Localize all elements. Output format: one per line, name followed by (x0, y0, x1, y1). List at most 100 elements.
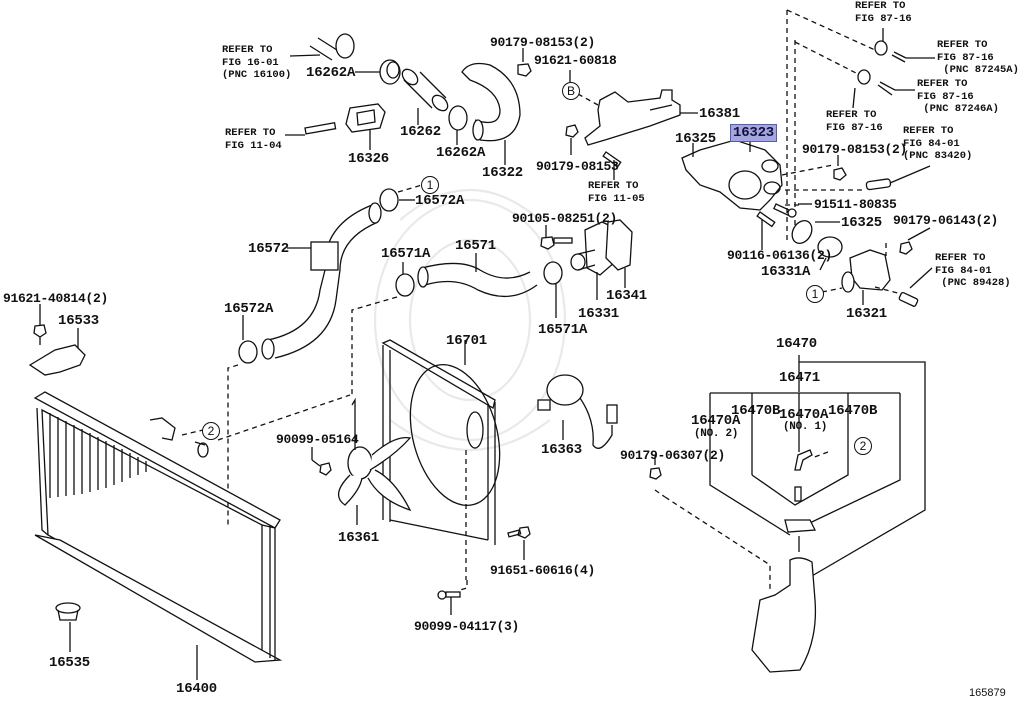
part-label-16381[interactable]: 16381 (699, 106, 741, 122)
part-label-91621-60818[interactable]: 91621-60818 (534, 53, 617, 68)
thermostat-16331a (817, 236, 843, 271)
part-label-16470b-left[interactable]: 16470B (731, 403, 781, 419)
part-label-16326[interactable]: 16326 (348, 151, 390, 167)
water-outlet-housing-16323 (681, 139, 783, 211)
part-label-16361[interactable]: 16361 (338, 530, 380, 546)
part-label-16323-highlighted[interactable]: 16323 (730, 124, 778, 142)
bracket-16533 (28, 304, 86, 376)
figure-number: 165879 (969, 687, 1006, 699)
part-label-90179-06143-2[interactable]: 90179-06143(2) (893, 213, 999, 228)
part-label-16363[interactable]: 16363 (541, 442, 583, 458)
hose-16571 (417, 253, 538, 298)
part-label-16341[interactable]: 16341 (606, 288, 648, 304)
water-pipe-16322 (461, 62, 521, 165)
part-label-16322[interactable]: 16322 (482, 165, 524, 181)
bolt-91651 (507, 526, 531, 560)
part-label-16701[interactable]: 16701 (446, 333, 488, 349)
part-label-16470a-no2-sub: (NO. 2) (694, 428, 739, 440)
bolt-90099-04117 (437, 580, 468, 615)
hose-clamp-16262a-lower (448, 105, 468, 145)
part-label-91621-40814-2[interactable]: 91621-40814(2) (3, 291, 109, 306)
ref-fig-87-16-mid[interactable]: REFER TO FIG 87-16 (826, 109, 883, 134)
part-label-90179-08153-2[interactable]: 90179-08153(2) (490, 35, 596, 50)
ref-fig-87-16-top[interactable]: REFER TO FIG 87-16 (855, 0, 912, 25)
stud-bolt (285, 122, 337, 136)
water-inlet-pipe-ref (289, 33, 355, 61)
callout-1-icon-top: 1 (421, 176, 439, 194)
gasket-16326 (345, 103, 386, 150)
ref-fig-11-04[interactable]: REFER TO FIG 11-04 (225, 127, 282, 152)
dashed-leaders (781, 9, 876, 240)
watermark (373, 188, 567, 452)
callout-b-icon: B (562, 82, 580, 100)
part-label-90099-05164[interactable]: 90099-05164 (276, 432, 359, 447)
drain-cock-16535 (55, 602, 81, 652)
part-label-16571a-right[interactable]: 16571A (538, 322, 588, 338)
gasket-ring-16325 (791, 220, 840, 244)
radiator-fins (49, 413, 147, 498)
ref-pnc-89428[interactable]: REFER TO FIG 84-01 (PNC 89428) (935, 252, 1011, 289)
ref-fig-16-01[interactable]: REFER TO FIG 16-01 (PNC 16100) (222, 44, 292, 81)
callout-1-icon: 1 (806, 285, 824, 303)
nut-06143 (899, 227, 931, 255)
part-label-16572[interactable]: 16572 (248, 241, 290, 257)
callout-2-icon-radiator: 2 (202, 422, 220, 440)
part-label-90179-08153-2b[interactable]: 90179-08153(2) (802, 142, 908, 157)
part-label-16571a-left[interactable]: 16571A (381, 246, 431, 262)
fan-16361 (338, 397, 412, 525)
part-label-16331[interactable]: 16331 (578, 306, 620, 322)
part-label-16262a[interactable]: 16262A (306, 65, 356, 81)
ref-pnc-87246a[interactable]: REFER TO FIG 87-16 (PNC 87246A) (917, 78, 999, 115)
water-inlet-16321 (821, 243, 933, 307)
part-label-16470a-no2[interactable]: 16470A (691, 413, 741, 429)
part-label-90179-06307-2[interactable]: 90179-06307(2) (620, 448, 726, 463)
hose-clamp-16262a (355, 59, 401, 85)
part-label-16331a[interactable]: 16331A (761, 264, 811, 280)
part-label-16470[interactable]: 16470 (776, 336, 818, 352)
hose-16572 (261, 202, 382, 360)
gasket-16341 (605, 219, 633, 288)
stud-11-05 (602, 151, 622, 180)
hose-clamps-16572a (227, 184, 423, 525)
ref-pnc-83420[interactable]: REFER TO FIG 84-01 (PNC 83420) (903, 125, 973, 162)
bolt-90105 (540, 225, 573, 250)
part-label-16325-lower[interactable]: 16325 (841, 215, 883, 231)
part-label-16535[interactable]: 16535 (49, 655, 91, 671)
ref-pnc-87245a[interactable]: REFER TO FIG 87-16 (PNC 87245A) (937, 39, 1019, 76)
ref-fig-11-05[interactable]: REFER TO FIG 11-05 (588, 180, 645, 205)
hose-16262 (401, 68, 449, 125)
part-label-16262[interactable]: 16262 (400, 124, 442, 140)
fan-shroud-16701 (381, 339, 501, 580)
stud-90116 (756, 211, 776, 250)
part-label-16572a-bottom[interactable]: 16572A (224, 301, 274, 317)
part-label-16470b-right[interactable]: 16470B (828, 403, 878, 419)
hose-clamps-16571a (351, 261, 563, 395)
part-label-16400[interactable]: 16400 (176, 681, 218, 697)
part-label-16571[interactable]: 16571 (455, 238, 497, 254)
part-label-90099-04117-3[interactable]: 90099-04117(3) (414, 619, 520, 634)
part-label-16572a-top[interactable]: 16572A (415, 193, 465, 209)
radiator-16400 (33, 391, 283, 680)
part-label-90179-08153[interactable]: 90179-08153 (536, 159, 619, 174)
sensor-83420 (833, 155, 931, 191)
part-label-16321[interactable]: 16321 (846, 306, 888, 322)
part-label-91651-60616-4[interactable]: 91651-60616(4) (490, 563, 596, 578)
part-label-16470a-no1[interactable]: 16470A (779, 407, 829, 423)
bolt-91511 (773, 203, 812, 218)
nut-lower (565, 124, 579, 155)
part-label-16533[interactable]: 16533 (58, 313, 100, 329)
callout-2-leaders (181, 394, 829, 459)
part-label-16471[interactable]: 16471 (779, 370, 821, 386)
part-label-90105-08251-2[interactable]: 90105-08251(2) (512, 211, 618, 226)
nut-05164 (311, 447, 332, 476)
part-label-90116-06136-2[interactable]: 90116-06136(2) (727, 248, 833, 263)
part-label-16325[interactable]: 16325 (675, 131, 717, 147)
bolt-b-leader (569, 70, 599, 106)
part-label-91511-80835[interactable]: 91511-80835 (814, 197, 897, 212)
reservoir-tank-16470 (649, 355, 926, 673)
nut (517, 48, 532, 77)
bracket-16381 (584, 89, 698, 146)
part-label-16262a-lower[interactable]: 16262A (436, 145, 486, 161)
